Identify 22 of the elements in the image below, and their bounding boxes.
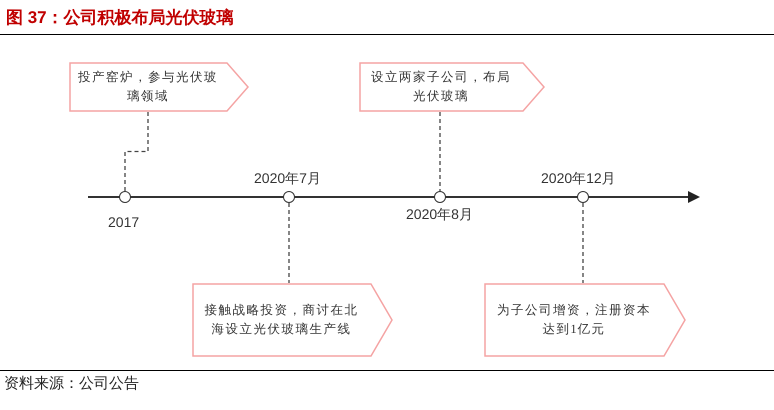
event-text: 投产窑炉，参与光伏玻璃领域: [77, 69, 219, 105]
connector-line: [439, 112, 441, 191]
connector-line: [124, 112, 149, 191]
callout-box: [192, 283, 393, 357]
source-note: 资料来源：公司公告: [4, 374, 139, 393]
timeline-marker: [577, 191, 589, 203]
event-text: 设立两家子公司，布局光伏玻璃: [370, 69, 512, 105]
date-label: 2020年8月: [406, 206, 473, 224]
connector-line: [288, 203, 290, 283]
event-text: 为子公司增资，注册资本达到1亿元: [496, 302, 652, 338]
timeline-marker: [119, 191, 131, 203]
timeline-marker: [434, 191, 446, 203]
callout-box: [69, 62, 249, 112]
date-label: 2020年7月: [254, 170, 321, 188]
date-label: 2020年12月: [541, 170, 616, 188]
figure-title: 图 37：公司积极布局光伏玻璃: [6, 7, 234, 29]
callout-box: [484, 283, 686, 357]
date-label: 2017: [108, 214, 140, 230]
callout-box: [359, 62, 545, 112]
timeline-marker: [283, 191, 295, 203]
connector-line: [582, 203, 584, 283]
event-text: 接触战略投资，商讨在北海设立光伏玻璃生产线: [204, 302, 360, 338]
